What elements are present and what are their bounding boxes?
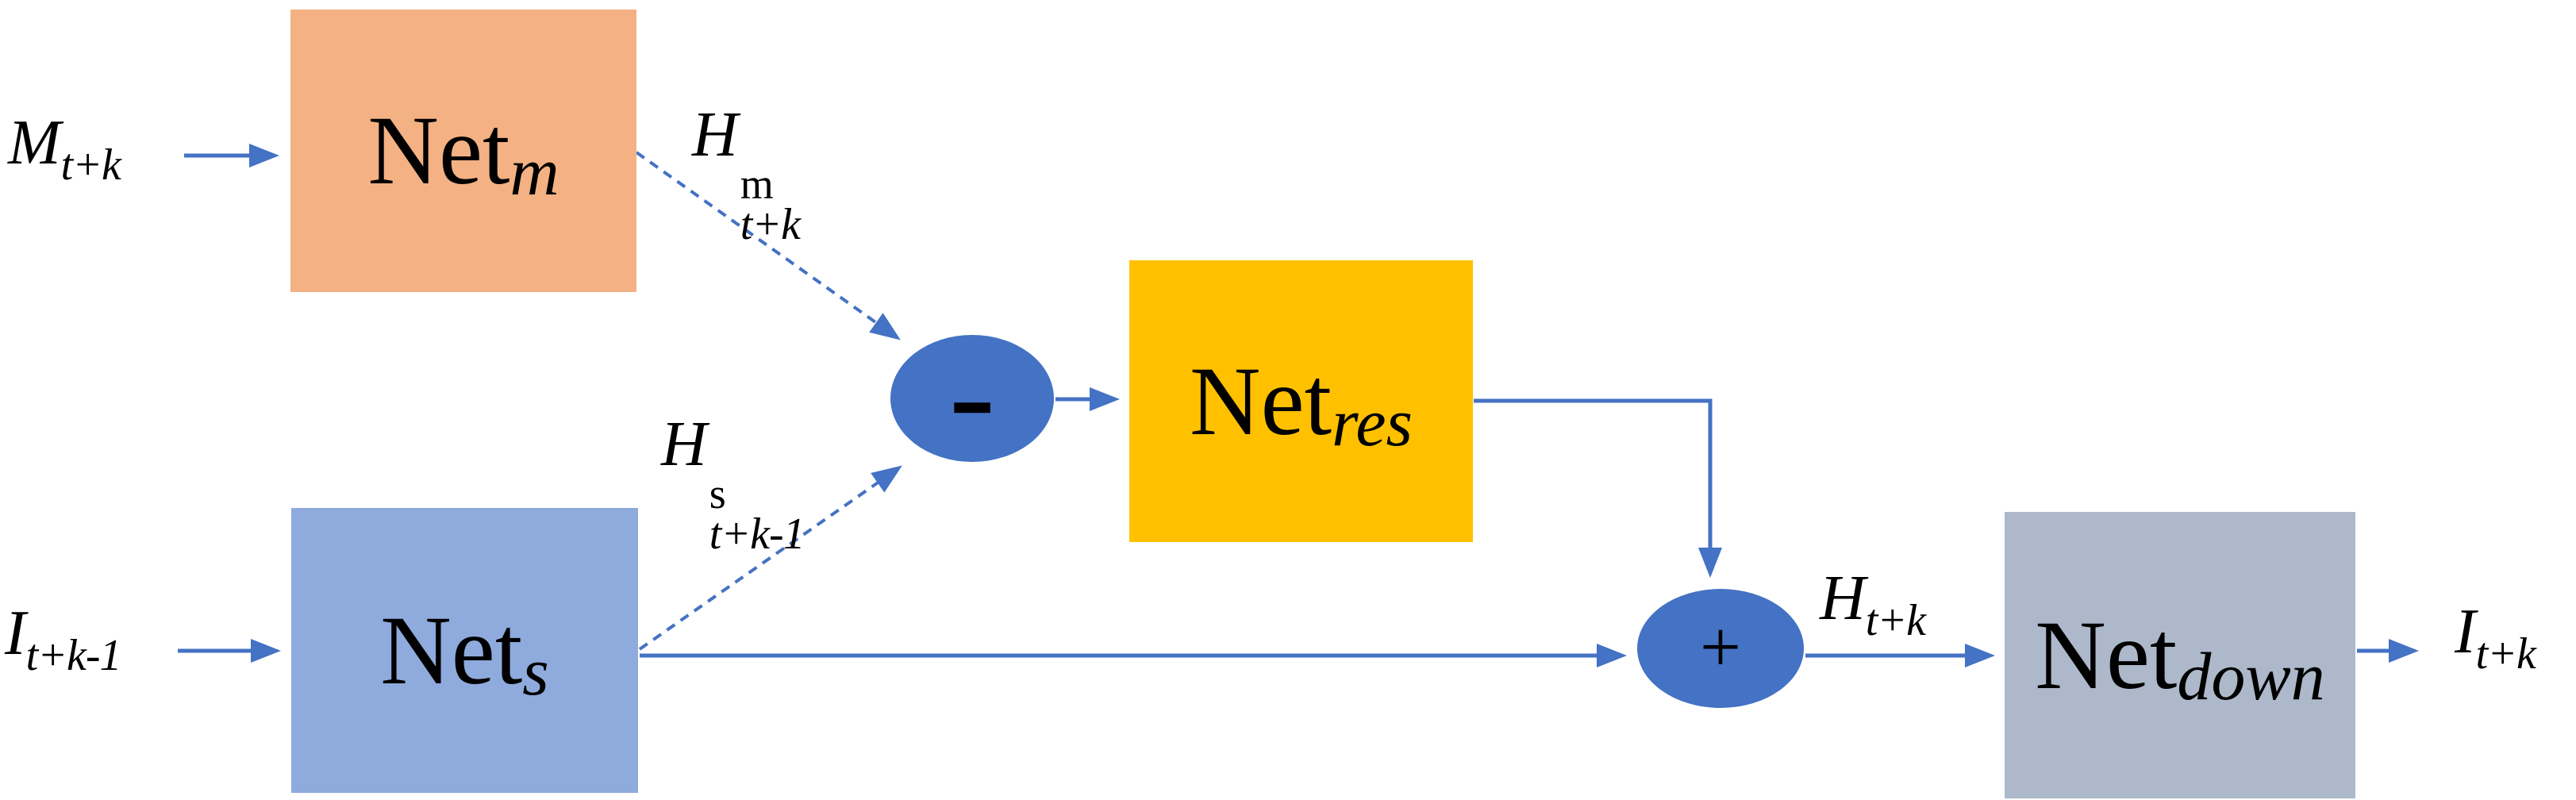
block-net-res-label: Net — [1190, 346, 1332, 456]
arrow-netres-to-plus — [1474, 398, 1722, 578]
block-net-m-subscript: m — [509, 133, 559, 210]
arrow-netm-to-minus — [635, 151, 901, 340]
label-i-output: It+k — [2455, 597, 2536, 679]
block-net-s-label: Net — [380, 595, 523, 705]
block-net-s-subscript: s — [522, 633, 549, 710]
block-net-m-label: Net — [367, 96, 510, 205]
label-i-input: It+k-1 — [5, 598, 121, 680]
plus-operator: + — [1637, 589, 1804, 708]
block-net-down-label: Net — [2035, 600, 2178, 710]
label-m-input: Mt+k — [8, 108, 121, 190]
block-net-down-subscript: down — [2177, 637, 2325, 714]
label-h-out: Ht+k — [1820, 563, 1926, 645]
minus-operator: - — [890, 325, 1054, 463]
block-net-res-subscript: res — [1332, 383, 1413, 460]
arrow-nets-to-minus — [638, 465, 902, 651]
